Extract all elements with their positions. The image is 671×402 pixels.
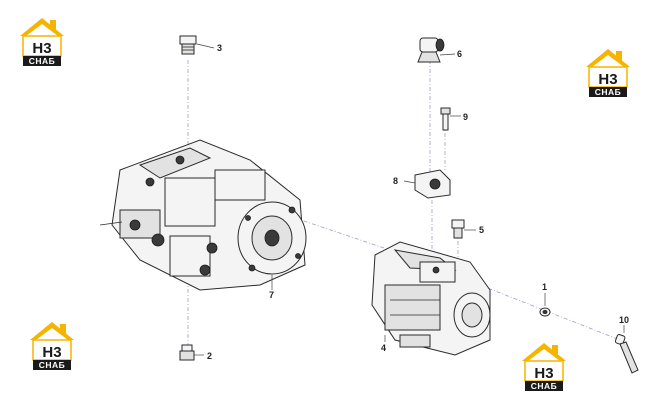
callout-10: 10	[619, 315, 629, 325]
part-bolt-9	[440, 107, 451, 131]
watermark-logo-bottom-left: H3 СНАБ	[29, 321, 75, 371]
watermark-logo-top-left: H3 СНАБ	[19, 17, 65, 67]
part-fitting-3	[179, 35, 197, 55]
callout-3: 3	[217, 43, 222, 53]
svg-text:СНАБ: СНАБ	[531, 381, 558, 391]
svg-text:СНАБ: СНАБ	[39, 360, 66, 370]
callout-7: 7	[269, 290, 274, 300]
callout-8: 8	[393, 176, 398, 186]
svg-text:СНАБ: СНАБ	[29, 56, 56, 66]
part-secondary-pump-4	[371, 241, 491, 356]
part-bolt-10	[614, 333, 639, 374]
callout-5: 5	[479, 225, 484, 235]
leader-lines	[194, 43, 625, 356]
callout-2: 2	[207, 351, 212, 361]
svg-text:H3: H3	[42, 344, 61, 361]
callout-4: 4	[381, 343, 386, 353]
svg-text:H3: H3	[32, 40, 51, 57]
part-washer-1	[539, 307, 551, 317]
part-main-pump-7	[99, 139, 307, 291]
callout-9: 9	[463, 112, 468, 122]
part-elbow-6	[417, 37, 445, 63]
watermark-logo-bottom-right: H3 СНАБ	[521, 342, 567, 392]
part-clamp-8	[414, 169, 451, 199]
svg-text:H3: H3	[598, 71, 617, 88]
callout-6: 6	[457, 49, 462, 59]
svg-text:СНАБ: СНАБ	[595, 87, 622, 97]
svg-text:H3: H3	[534, 365, 553, 382]
part-fitting-2	[179, 344, 195, 361]
callout-1: 1	[542, 282, 547, 292]
callout-labels: 1 2 3 4 5 6 7 8 9 10	[207, 43, 629, 361]
part-fitting-5	[451, 219, 465, 239]
watermark-logo-top-right: H3 СНАБ	[585, 48, 631, 98]
